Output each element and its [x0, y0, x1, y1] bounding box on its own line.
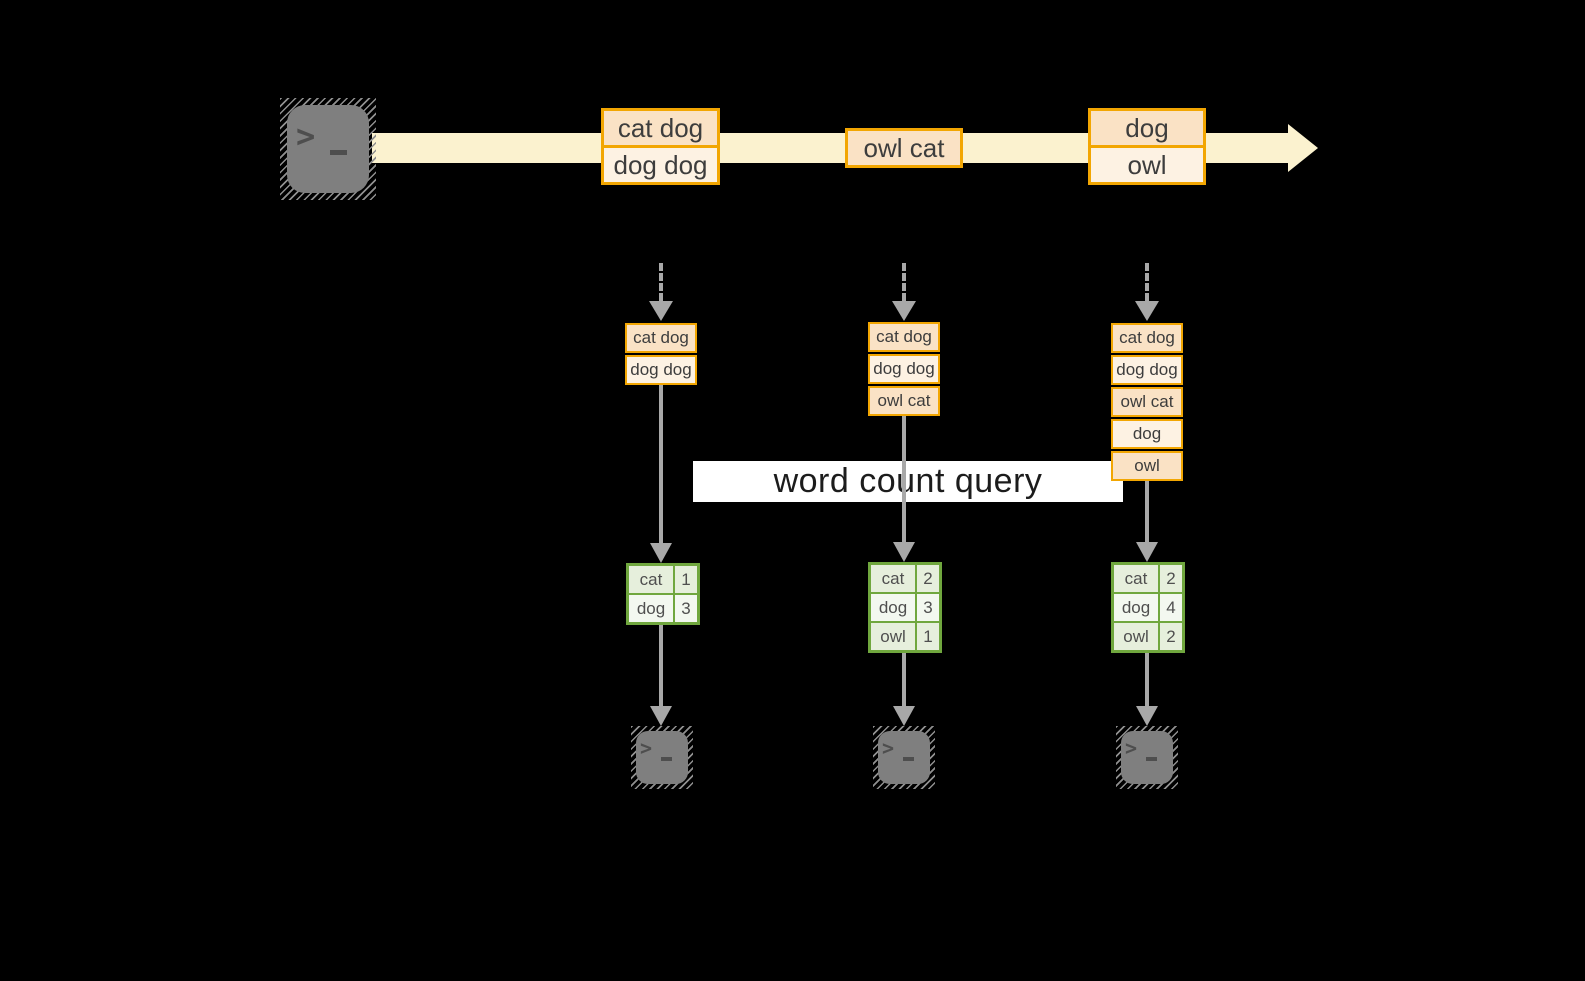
- stream-event-row: owl cat: [845, 128, 963, 168]
- count-cell: 2: [1160, 565, 1182, 592]
- count-cell: 4: [1160, 594, 1182, 621]
- stream-event: dog owl: [1088, 108, 1206, 185]
- wordcount-table: cat 2 dog 4 owl 2: [1111, 562, 1185, 653]
- terminal-cursor-icon: [330, 150, 347, 155]
- stack-row: owl cat: [1111, 387, 1183, 417]
- word-cell: cat: [629, 566, 673, 593]
- word-cell: owl: [871, 623, 915, 650]
- word-cell: dog: [1114, 594, 1158, 621]
- source-terminal-icon: >: [280, 98, 376, 200]
- query-banner-label: word count query: [773, 462, 1043, 500]
- stream-event-row: cat dog: [601, 108, 720, 148]
- stream-event-row: owl: [1088, 145, 1206, 185]
- arrowhead-icon: [892, 301, 916, 321]
- wordcount-table: cat 2 dog 3 owl 1: [868, 562, 942, 653]
- stack-row: dog dog: [625, 355, 697, 385]
- arrowhead-icon: [650, 706, 672, 726]
- arrowhead-icon: [1136, 542, 1158, 562]
- query-flow-line: [1145, 481, 1149, 543]
- output-terminal-icon: >: [631, 726, 693, 789]
- stack-row: cat dog: [625, 323, 697, 353]
- arrowhead-icon: [893, 706, 915, 726]
- count-cell: 1: [675, 566, 697, 593]
- accumulated-stack: cat dog dog dog: [625, 323, 697, 385]
- stream-event: owl cat: [845, 128, 963, 168]
- stack-row: dog dog: [868, 354, 940, 384]
- count-cell: 2: [1160, 623, 1182, 650]
- terminal-prompt-icon: >: [640, 736, 653, 760]
- result-flow-line: [902, 653, 906, 706]
- arrowhead-icon: [893, 542, 915, 562]
- word-cell: dog: [871, 594, 915, 621]
- wordcount-table: cat 1 dog 3: [626, 563, 700, 625]
- arrowhead-icon: [650, 543, 672, 563]
- stack-row: dog: [1111, 419, 1183, 449]
- stack-row: owl: [1111, 451, 1183, 481]
- terminal-cursor-icon: [661, 757, 672, 761]
- stack-row: cat dog: [1111, 323, 1183, 353]
- stack-row: dog dog: [1111, 355, 1183, 385]
- output-terminal-icon: >: [1116, 726, 1178, 789]
- arrowhead-icon: [1136, 706, 1158, 726]
- arrowhead-icon: [1135, 301, 1159, 321]
- stream-event-row: dog dog: [601, 145, 720, 185]
- terminal-cursor-icon: [1146, 757, 1157, 761]
- terminal-cursor-icon: [903, 757, 914, 761]
- result-flow-line: [659, 625, 663, 706]
- output-terminal-icon: >: [873, 726, 935, 789]
- count-cell: 3: [675, 595, 697, 622]
- arrowhead-icon: [649, 301, 673, 321]
- accumulated-stack: cat dog dog dog owl cat: [868, 322, 940, 416]
- terminal-screen: [287, 105, 369, 193]
- query-flow-line: [902, 414, 906, 543]
- count-cell: 3: [917, 594, 939, 621]
- word-cell: dog: [629, 595, 673, 622]
- stream-event: cat dog dog dog: [601, 108, 720, 185]
- stream-event-row: dog: [1088, 108, 1206, 148]
- query-banner: word count query: [693, 461, 1123, 502]
- terminal-prompt-icon: >: [296, 117, 316, 155]
- count-cell: 1: [917, 623, 939, 650]
- terminal-prompt-icon: >: [1125, 736, 1138, 760]
- result-flow-line: [1145, 653, 1149, 706]
- ingest-arrow-dashed: [1145, 263, 1149, 301]
- stream-arrowhead-icon: [1288, 124, 1318, 172]
- word-cell: cat: [871, 565, 915, 592]
- word-cell: cat: [1114, 565, 1158, 592]
- stack-row: cat dog: [868, 322, 940, 352]
- ingest-arrow-dashed: [659, 263, 663, 301]
- stack-row: owl cat: [868, 386, 940, 416]
- accumulated-stack: cat dog dog dog owl cat dog owl: [1111, 323, 1183, 481]
- ingest-arrow-dashed: [902, 263, 906, 301]
- word-cell: owl: [1114, 623, 1158, 650]
- terminal-prompt-icon: >: [882, 736, 895, 760]
- query-flow-line: [659, 385, 663, 545]
- count-cell: 2: [917, 565, 939, 592]
